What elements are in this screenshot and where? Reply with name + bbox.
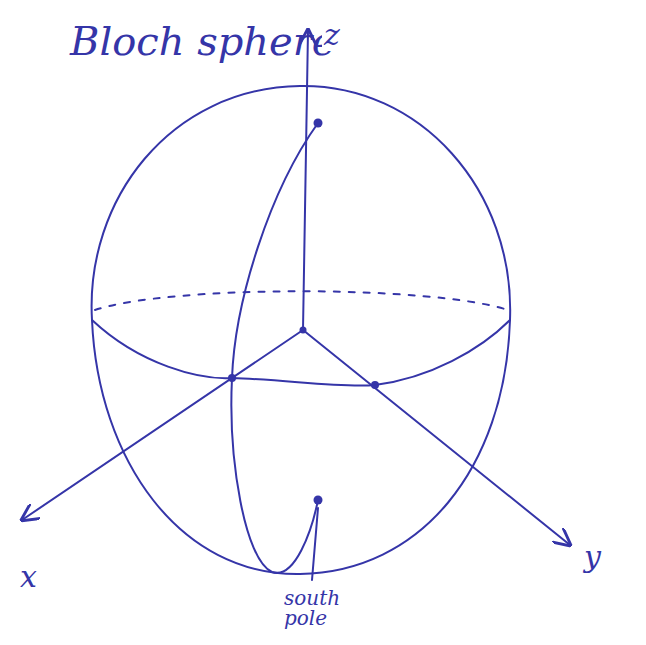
point-label: south pole xyxy=(282,588,346,628)
y-axis xyxy=(303,330,570,545)
meridian xyxy=(231,123,318,573)
equator-front xyxy=(92,320,510,386)
north-pole-dot xyxy=(314,119,323,128)
title: Bloch sphere xyxy=(70,18,336,64)
sphere-outline xyxy=(92,86,511,574)
axis-label: y xyxy=(582,540,603,573)
south-pole-dot xyxy=(314,496,323,505)
leader-line xyxy=(312,508,318,580)
axis-label: z xyxy=(322,18,342,51)
x-point-dot xyxy=(228,374,236,382)
z-axis xyxy=(303,30,308,330)
y-point-dot xyxy=(371,381,379,389)
equator-back xyxy=(95,291,508,310)
x-axis xyxy=(22,330,303,520)
origin-dot xyxy=(300,327,307,334)
axis-label: x xyxy=(18,560,39,593)
